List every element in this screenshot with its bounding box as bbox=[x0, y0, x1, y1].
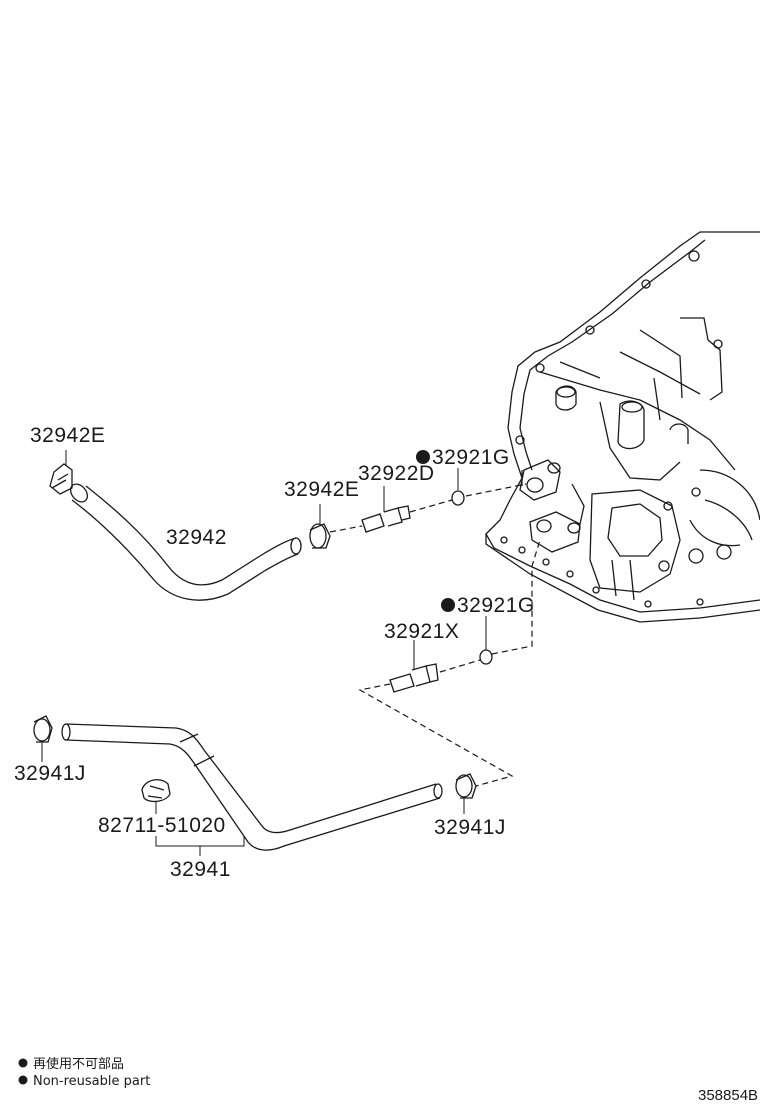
label-32941j-left: 32941J bbox=[14, 762, 86, 785]
upper-hose bbox=[69, 483, 302, 601]
upper-gasket bbox=[451, 490, 465, 506]
non-reusable-dot-upper bbox=[416, 450, 430, 464]
legend-en: Non-reusable part bbox=[33, 1074, 150, 1089]
legend-jp: 再使用不可部品 bbox=[33, 1056, 124, 1072]
label-32942: 32942 bbox=[166, 526, 227, 549]
label-32941j-right: 32941J bbox=[434, 816, 506, 839]
hose-clamp bbox=[141, 779, 171, 814]
label-32921x: 32921X bbox=[384, 620, 459, 643]
lower-gasket bbox=[479, 649, 493, 665]
legend-dot-en bbox=[18, 1075, 28, 1085]
legend-dot-jp bbox=[18, 1058, 28, 1068]
non-reusable-dot-lower bbox=[441, 598, 455, 612]
label-32921g-upper: 32921G bbox=[432, 446, 510, 469]
lower-hose bbox=[61, 723, 443, 851]
label-82711-51020: 82711-51020 bbox=[98, 814, 226, 837]
label-32941: 32941 bbox=[170, 858, 231, 881]
lower-left-clip bbox=[33, 715, 53, 762]
lower-right-clip bbox=[455, 773, 477, 814]
label-32922d: 32922D bbox=[358, 462, 435, 485]
label-32942e-left: 32942E bbox=[30, 424, 105, 447]
upper-right-clip bbox=[309, 504, 331, 549]
upper-left-clip bbox=[49, 450, 73, 495]
label-32921g-lower: 32921G bbox=[457, 594, 535, 617]
lower-union bbox=[389, 640, 439, 693]
label-32942e-right: 32942E bbox=[284, 478, 359, 501]
upper-union bbox=[361, 486, 411, 533]
transmission-case bbox=[485, 231, 760, 623]
drawing-id: 358854B bbox=[698, 1087, 758, 1104]
hose-bracket bbox=[155, 836, 245, 856]
